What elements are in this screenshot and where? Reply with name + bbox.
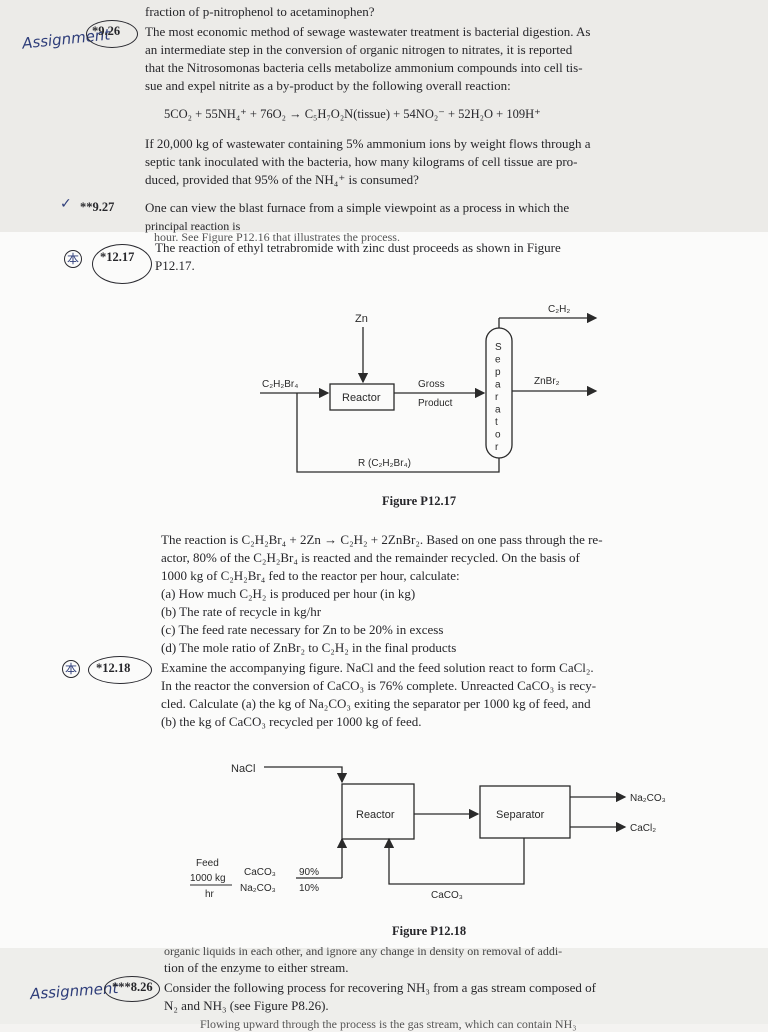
text-line: tion of the enzyme to either stream. xyxy=(164,960,349,975)
separator-letter: t xyxy=(495,417,498,428)
text-line: In the reactor the conversion of CaCO₃ i… xyxy=(161,678,597,693)
text-line: N₂ and NH₃ (see Figure P8.26). xyxy=(164,998,329,1013)
figure-caption: Figure P12.18 xyxy=(392,924,467,938)
separator-letter: r xyxy=(495,392,499,403)
text-line: an intermediate step in the conversion o… xyxy=(145,42,573,57)
text-line: One can view the blast furnace from a si… xyxy=(145,200,570,215)
cacl2-out-label: CaCl₂ xyxy=(630,823,656,834)
gross-label: Gross xyxy=(418,379,445,390)
list-item: (a) How much C₂H₂ is produced per hour (… xyxy=(161,586,416,601)
zn-label: Zn xyxy=(355,313,368,325)
text-line: The reaction is C₂H₂Br₄ + 2Zn → C₂H₂ + 2… xyxy=(161,532,603,547)
text-line: sue and expel nitrite as a by-product by… xyxy=(145,78,511,93)
flow-diagram-p12-18: NaCl Reactor Separator Na₂CO₃ CaCl₂ Feed… xyxy=(190,763,666,901)
feed-label: C₂H₂Br₄ xyxy=(262,379,298,390)
separator-letter: p xyxy=(495,367,501,378)
problem-number: *9.26 xyxy=(92,24,121,38)
na2co3-out-label: Na₂CO₃ xyxy=(630,793,666,804)
reactor-label: Reactor xyxy=(356,809,395,821)
reactor-box xyxy=(341,783,415,840)
cut-off-line: hour. See Figure P12.16 that illustrates… xyxy=(154,230,400,244)
handwritten-mark-circle xyxy=(62,660,80,678)
list-item: (c) The feed rate necessary for Zn to be… xyxy=(161,622,444,637)
text-line: The reaction of ethyl tetrabromide with … xyxy=(155,240,561,255)
text-line: that the Nitrosomonas bacteria cells met… xyxy=(145,60,583,75)
znbr2-label: ZnBr₂ xyxy=(534,376,560,387)
handwritten-mark-circle xyxy=(64,250,82,268)
reaction-equation: 5CO₂ + 55NH₄⁺ + 76O₂ → C₅H₇O₂N(tissue) +… xyxy=(164,107,541,121)
per-hour-label: hr xyxy=(205,889,215,900)
product-label: Product xyxy=(418,398,453,409)
reactor-box xyxy=(329,383,395,411)
figure-caption: Figure P12.17 xyxy=(382,494,457,508)
problem-number: *12.17 xyxy=(100,250,135,264)
feed-label: Feed xyxy=(196,858,219,869)
problem-number: *12.18 xyxy=(96,661,131,675)
text-line: 1000 kg of C₂H₂Br₄ fed to the reactor pe… xyxy=(161,568,460,583)
recycle-line xyxy=(383,837,525,885)
recycle-label: R (C₂H₂Br₄) xyxy=(358,458,411,469)
caco3-percent: 90% xyxy=(299,867,319,878)
c2h2-label: C₂H₂ xyxy=(548,304,570,315)
list-item: (b) The rate of recycle in kg/hr xyxy=(161,604,322,619)
cut-off-line: organic liquids in each other, and ignor… xyxy=(164,944,563,958)
problem-number: **9.27 xyxy=(80,200,115,214)
problem-number: ***8.26 xyxy=(112,980,153,994)
list-item: (d) The mole ratio of ZnBr₂ to C₂H₂ in t… xyxy=(161,640,457,655)
separator-box xyxy=(479,785,571,839)
recycle-label: CaCO₃ xyxy=(431,890,463,901)
caco3-feed-label: CaCO₃ xyxy=(244,867,276,878)
page-middle-sheet xyxy=(0,232,768,948)
text-line: (b) the kg of CaCO₃ recycled per 1000 kg… xyxy=(161,714,422,729)
cut-off-line: Flowing upward through the process is th… xyxy=(200,1017,577,1031)
text-line: Examine the accompanying figure. NaCl an… xyxy=(161,660,594,675)
separator-letter: S xyxy=(495,342,502,353)
problem-circle xyxy=(92,244,152,284)
separator-letter: e xyxy=(495,355,501,366)
separator-label: Separator xyxy=(496,809,545,821)
checkmark-icon: ✓ xyxy=(60,196,72,212)
separator-letter: a xyxy=(495,405,501,416)
text-line: The most economic method of sewage waste… xyxy=(145,24,591,39)
separator-letter: r xyxy=(495,442,499,453)
text-line: duced, provided that 95% of the NH₄⁺ is … xyxy=(145,172,419,187)
text-line: actor, 80% of the C₂H₂Br₄ is reacted and… xyxy=(161,550,580,565)
text-line: Consider the following process for recov… xyxy=(164,980,596,995)
cut-off-line: principal reaction is xyxy=(145,219,241,233)
separator-label: Separator xyxy=(495,342,502,453)
na2co3-percent: 10% xyxy=(299,883,319,894)
nacl-arrow xyxy=(264,766,348,784)
handwritten-mark: 本 xyxy=(65,662,78,676)
reactor-label: Reactor xyxy=(342,392,381,404)
na2co3-feed-label: Na₂CO₃ xyxy=(240,883,276,894)
flow-diagram-p12-17: Zn Reactor C₂H₂Br₄ Gross Product Separat… xyxy=(260,304,598,473)
nacl-label: NaCl xyxy=(231,763,255,775)
text-line: fraction of p-nitrophenol to acetaminoph… xyxy=(145,4,375,19)
separator-letter: o xyxy=(495,430,501,441)
problem-circle xyxy=(86,20,138,48)
handwritten-mark: 本 xyxy=(67,252,80,266)
problem-circle xyxy=(104,976,160,1002)
problem-circle xyxy=(88,656,152,684)
text-line: P12.17. xyxy=(155,258,195,273)
text-line: septic tank inoculated with the bacteria… xyxy=(145,154,578,169)
text-line: If 20,000 kg of wastewater containing 5%… xyxy=(145,136,591,151)
text-line: cled. Calculate (a) the kg of Na₂CO₃ exi… xyxy=(161,696,591,711)
recycle-line xyxy=(296,393,500,473)
feed-rate-label: 1000 kg xyxy=(190,873,226,884)
separator-letter: a xyxy=(495,380,501,391)
